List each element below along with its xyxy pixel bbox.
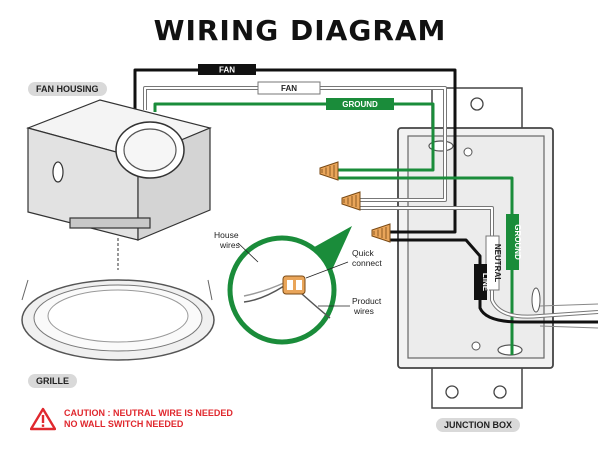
junction-box-label: JUNCTION BOX bbox=[436, 418, 521, 432]
wire-nut-icon bbox=[319, 161, 391, 243]
quick-connect-label-2: connect bbox=[352, 258, 382, 268]
fan-black-tag bbox=[198, 64, 256, 75]
house-wires-label-1: House bbox=[214, 230, 239, 240]
wire-labels: FAN FAN GROUND GROUND NEUTRAL LINE bbox=[198, 64, 522, 300]
fan-white-wire bbox=[144, 87, 446, 201]
ground-vertical-label: GROUND bbox=[513, 224, 522, 260]
neutral-label: NEUTRAL bbox=[493, 244, 502, 282]
junction-box bbox=[397, 87, 554, 409]
house-neutral-wire bbox=[360, 207, 599, 318]
fan-black-wire bbox=[133, 68, 457, 234]
callout-quick-connect bbox=[227, 226, 352, 345]
product-wires-label-2: wires bbox=[353, 306, 374, 316]
ground-label: GROUND bbox=[342, 100, 378, 109]
fan-housing bbox=[26, 99, 212, 270]
house-wires-label-2: wires bbox=[219, 240, 240, 250]
callout-labels: House wires Quick connect Product wires bbox=[214, 230, 382, 316]
grille bbox=[21, 279, 215, 361]
quick-connect-label-1: Quick bbox=[352, 248, 374, 258]
caution-line-1: CAUTION : NEUTRAL WIRE IS NEEDED bbox=[64, 408, 233, 418]
wires bbox=[133, 68, 599, 355]
fan-housing-label: FAN HOUSING bbox=[28, 82, 107, 96]
page-title: WIRING DIAGRAM bbox=[153, 14, 447, 47]
line-tag bbox=[474, 264, 487, 300]
fan-white-label: FAN bbox=[281, 84, 297, 93]
ground-vertical-tag bbox=[506, 214, 519, 270]
warning-triangle-icon bbox=[30, 407, 56, 431]
line-label: LINE bbox=[481, 273, 490, 292]
fan-white-tag bbox=[257, 81, 321, 95]
neutral-tag bbox=[485, 235, 500, 291]
product-wires-label-1: Product bbox=[352, 296, 382, 306]
caution-line-2: NO WALL SWITCH NEEDED bbox=[64, 419, 184, 429]
ground-wire bbox=[153, 102, 435, 172]
grille-label: GRILLE bbox=[28, 374, 77, 388]
house-ground-wire bbox=[338, 176, 514, 355]
fan-black-label: FAN bbox=[219, 66, 235, 75]
ground-tag bbox=[326, 98, 394, 110]
